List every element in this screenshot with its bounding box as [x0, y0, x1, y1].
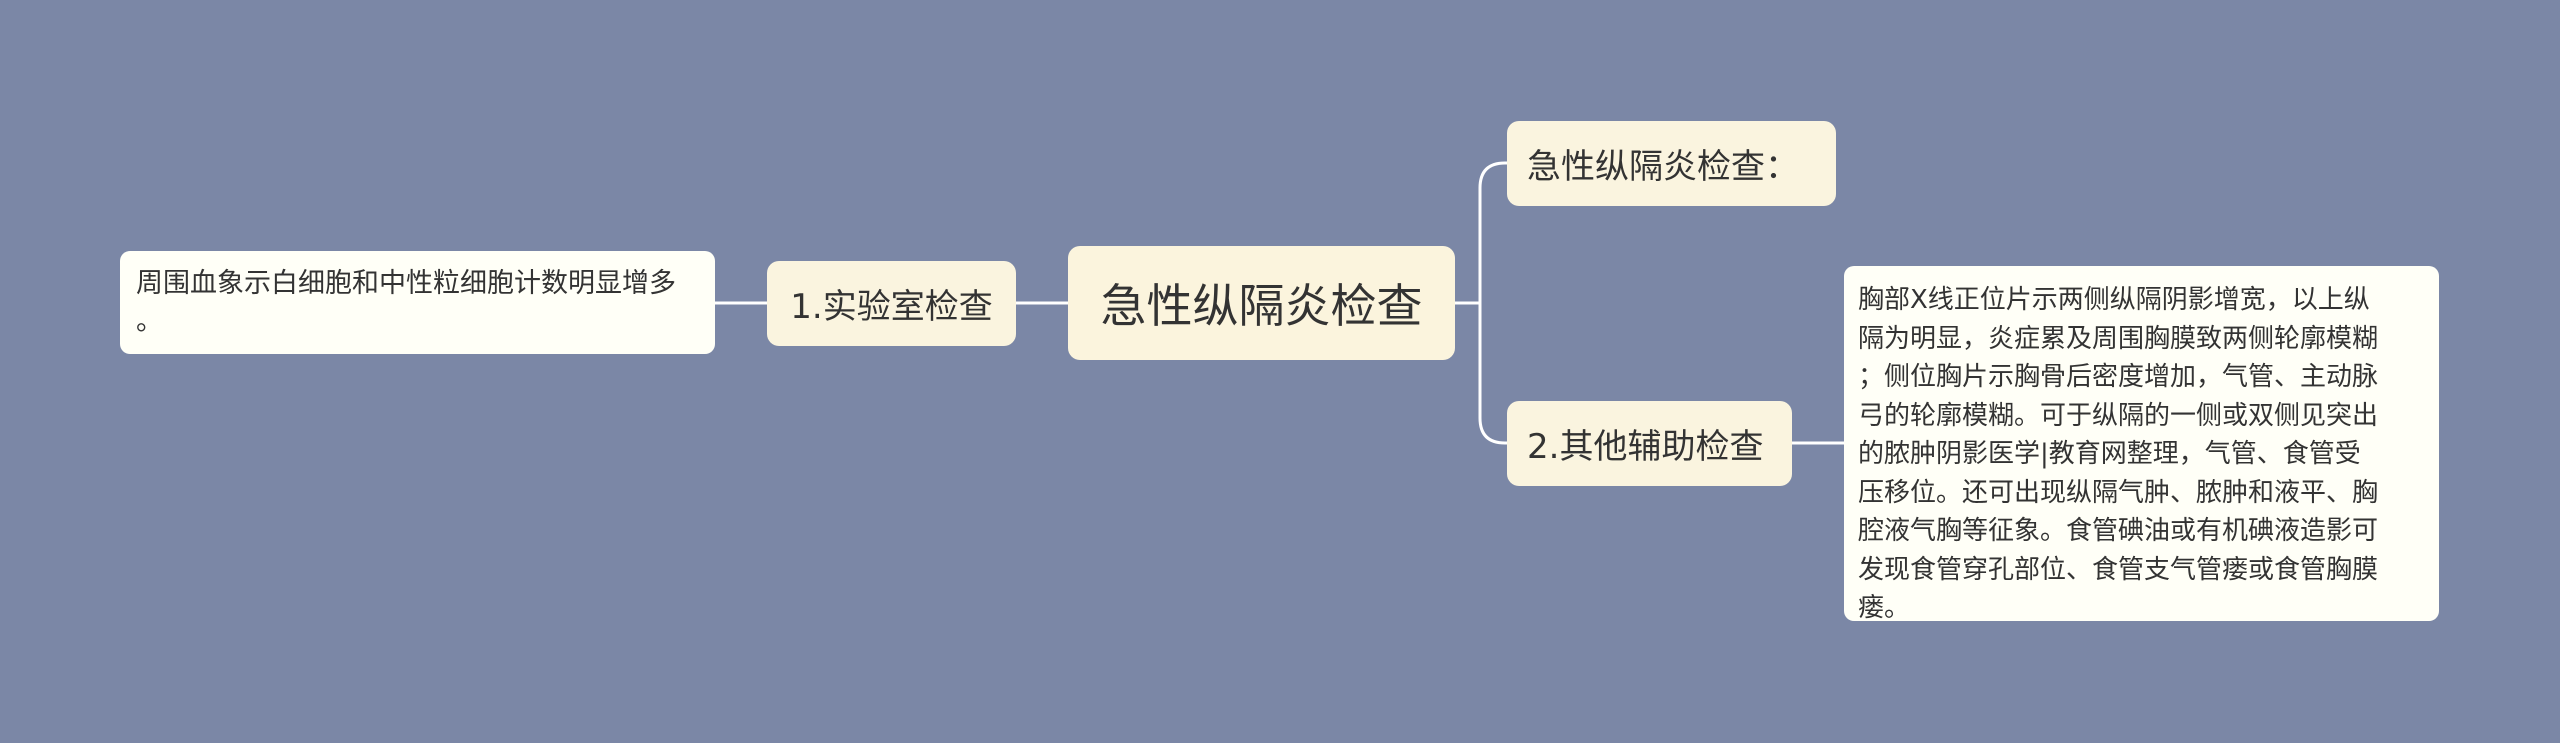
leaf-text-line: 周围血象示白细胞和中性粒细胞计数明显增多: [136, 268, 676, 299]
branch-node-lab-tests[interactable]: 1.实验室检查: [767, 261, 1016, 346]
leaf-text-line: 的脓肿阴影医学|教育网整理，气管、食管受: [1858, 439, 2361, 469]
leaf-node-lab-detail[interactable]: 周围血象示白细胞和中性粒细胞计数明显增多 。: [120, 251, 715, 354]
leaf-text: 周围血象示白细胞和中性粒细胞计数明显增多 。: [136, 265, 676, 341]
leaf-text-line: 。: [136, 306, 163, 337]
branch-label: 2.其他辅助检查: [1527, 427, 1764, 467]
branch-label: 1.实验室检查: [790, 287, 993, 327]
root-label: 急性纵隔炎检查: [1100, 279, 1423, 333]
branch-label: 急性纵隔炎检查：: [1527, 147, 1799, 187]
root-node[interactable]: 急性纵隔炎检查: [1068, 246, 1455, 360]
connector-branch-bottom: [1478, 301, 1509, 445]
leaf-text-line: 发现食管穿孔部位、食管支气管瘘或食管胸膜: [1858, 554, 2379, 585]
leaf-text-line: 胸部X线正位片示两侧纵隔阴影增宽，以上纵: [1858, 285, 2370, 315]
leaf-text-line: 弓的轮廓模糊。可于纵隔的一侧或双侧见突出: [1858, 400, 2379, 431]
leaf-text: 胸部X线正位片示两侧纵隔阴影增宽，以上纵 隔为明显，炎症累及周围胸膜致两侧轮廓模…: [1858, 281, 2378, 628]
leaf-node-imaging-detail[interactable]: 胸部X线正位片示两侧纵隔阴影增宽，以上纵 隔为明显，炎症累及周围胸膜致两侧轮廓模…: [1844, 266, 2439, 623]
leaf-text-line: ；侧位胸片示胸骨后密度增加，气管、主动脉: [1858, 362, 2379, 392]
leaf-text-line: 腔液气胸等征象。食管碘油或有机碘液造影可: [1858, 516, 2379, 546]
branch-node-exam-heading[interactable]: 急性纵隔炎检查：: [1507, 121, 1836, 206]
connector-branch-top: [1478, 161, 1509, 305]
leaf-text-line: 瘘。: [1858, 593, 1911, 623]
branch-node-other-exams[interactable]: 2.其他辅助检查: [1507, 401, 1792, 486]
leaf-text-line: 隔为明显，炎症累及周围胸膜致两侧轮廓模糊: [1858, 323, 2379, 354]
leaf-text-line: 压移位。还可出现纵隔气肿、脓肿和液平、胸: [1858, 477, 2379, 508]
